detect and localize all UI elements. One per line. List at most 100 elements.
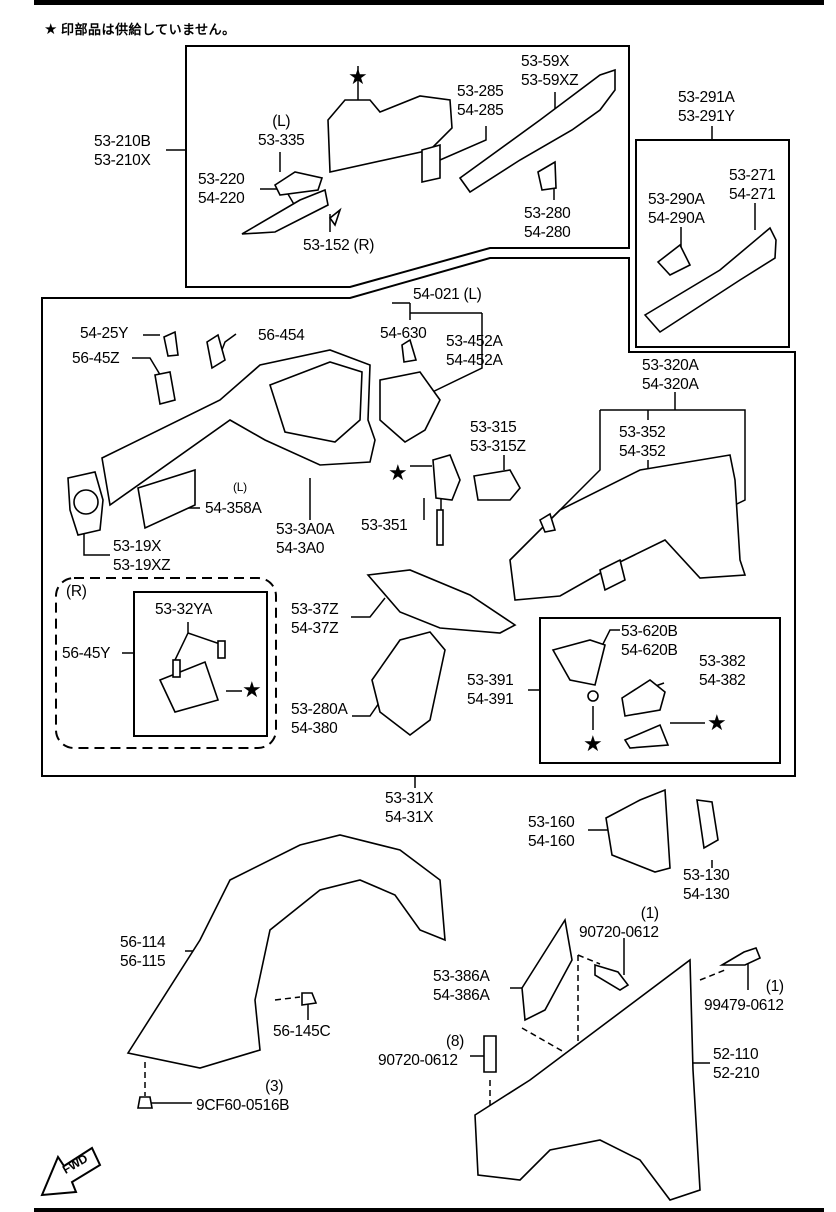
part-number: 53-352 [619, 424, 666, 441]
label-r-side: (R) [66, 582, 87, 601]
label-53-19x[interactable]: 53-19X 53-19XZ [113, 537, 171, 575]
label-53-351[interactable]: 53-351 [361, 516, 408, 535]
label-53-315[interactable]: 53-315 53-315Z [470, 418, 526, 456]
label-56-454[interactable]: 56-454 [258, 326, 305, 345]
part-53-386a [521, 917, 573, 1022]
label-56-145c[interactable]: 56-145C [273, 1022, 331, 1041]
part-fender-liner [126, 834, 446, 1069]
part-number: 90720-0612 [378, 1052, 458, 1069]
part-number: 54-021 (L) [413, 286, 482, 303]
label-54-630[interactable]: 54-630 [380, 324, 427, 343]
part-number: 53-335 [258, 132, 305, 149]
part-number: 54-3A0 [276, 540, 325, 557]
part-number: 54-452A [446, 352, 503, 369]
part-number: 54-380 [291, 720, 338, 737]
part-number: 56-45Z [72, 350, 120, 367]
part-number: 99479-0612 [704, 997, 784, 1014]
frame-r-variant [55, 577, 277, 749]
part-number: 56-114 [120, 934, 166, 951]
top-border [34, 0, 824, 5]
part-number: 53-210B [94, 133, 151, 150]
part-number: 53-285 [457, 83, 504, 100]
label-54-25y[interactable]: 54-25Y [80, 324, 128, 343]
part-number: 53-291Y [678, 108, 735, 125]
part-number: 53-220 [198, 171, 245, 188]
label-90720-lower[interactable]: (8)90720-0612 [378, 1032, 464, 1070]
label-54-358a[interactable]: 54-358A [205, 499, 262, 518]
part-number: 53-291A [678, 89, 735, 106]
label-53-152[interactable]: 53-152 (R) [303, 236, 374, 255]
part-number: 54-271 [729, 186, 776, 203]
part-strut-tower [327, 95, 453, 173]
part-number: 53-19XZ [113, 557, 171, 574]
label-53-335[interactable]: (L)53-335 [258, 112, 305, 150]
side-note: (R) [66, 583, 87, 600]
part-number: 52-110 [713, 1046, 759, 1063]
part-number: 54-352 [619, 443, 666, 460]
label-56-45z[interactable]: 56-45Z [72, 349, 120, 368]
part-number: 54-130 [683, 886, 730, 903]
label-53-382[interactable]: 53-382 54-382 [699, 652, 746, 690]
part-number: 53-315Z [470, 438, 526, 455]
part-53-160 [605, 788, 671, 873]
label-99479[interactable]: (1) 99479-0612 [704, 977, 784, 1015]
part-number: 53-391 [467, 672, 514, 689]
label-53-291[interactable]: 53-291A 53-291Y [678, 88, 735, 126]
frame-56-45y [133, 591, 268, 737]
frame-upper-group [185, 45, 630, 288]
label-54-021[interactable]: 54-021 (L) [413, 285, 482, 304]
part-number: 53-382 [699, 653, 746, 670]
part-number: 54-386A [433, 987, 490, 1004]
part-number: 53-152 (R) [303, 237, 375, 254]
fwd-arrow [40, 1146, 102, 1197]
part-number: 54-358A [205, 500, 262, 517]
part-number: 53-315 [470, 419, 517, 436]
label-9cf60[interactable]: (3)9CF60-0516B [196, 1077, 290, 1115]
label-l-side: (L) [233, 478, 247, 497]
part-number: 53-32YA [155, 601, 213, 618]
part-number: 54-620B [621, 642, 678, 659]
part-front-fender [474, 958, 701, 1201]
label-52-110[interactable]: 52-110 52-210 [713, 1045, 760, 1083]
part-number: 56-145C [273, 1023, 331, 1040]
quantity: (1) [640, 905, 659, 922]
part-number: 9CF60-0516B [196, 1097, 290, 1114]
part-number: 54-382 [699, 672, 746, 689]
label-53-352[interactable]: 53-352 54-352 [619, 423, 666, 461]
label-56-45y[interactable]: 56-45Y [62, 644, 110, 663]
star-icon: ★ [707, 710, 727, 735]
label-53-32ya[interactable]: 53-32YA [155, 600, 212, 619]
part-number: 52-210 [713, 1065, 760, 1082]
quantity: (1) [765, 978, 784, 995]
part-53-271 [643, 226, 777, 334]
part-number: 90720-0612 [579, 924, 659, 941]
part-53-130 [696, 799, 719, 850]
part-number: 54-25Y [80, 325, 129, 342]
bottom-border [34, 1208, 824, 1212]
part-number: 54-320A [642, 376, 699, 393]
label-90720-upper[interactable]: (1) 90720-0612 [579, 904, 659, 942]
part-number: 53-19X [113, 538, 162, 555]
star-icon: ★ [388, 460, 408, 485]
frame-main-group [41, 257, 796, 777]
